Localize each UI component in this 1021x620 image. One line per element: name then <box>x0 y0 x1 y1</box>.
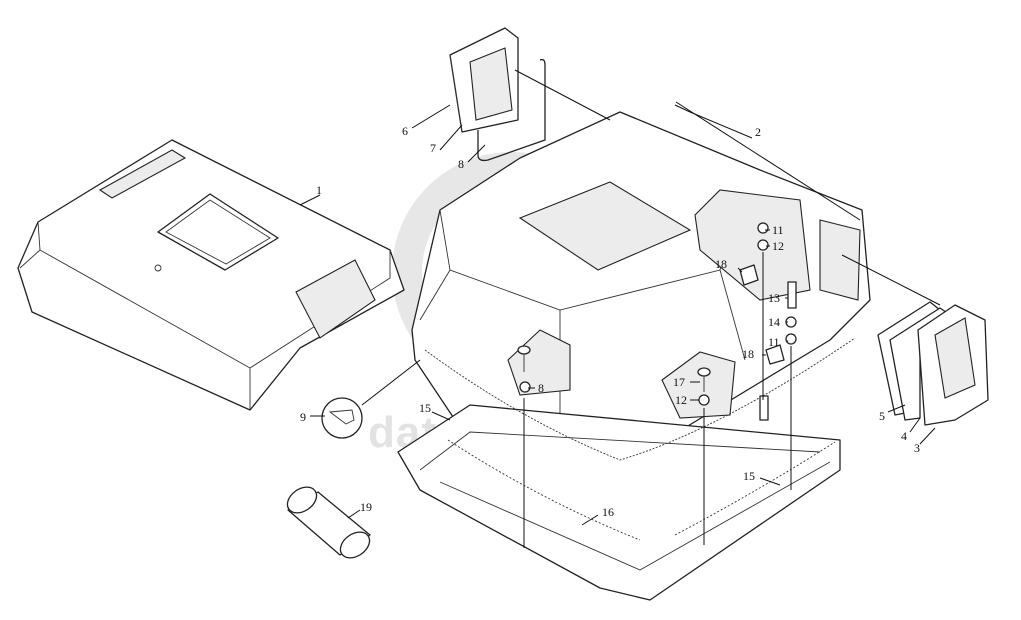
callout-12-lower: 12 <box>675 393 687 407</box>
callout-15-right: 15 <box>743 469 755 483</box>
callout-17: 17 <box>673 375 685 389</box>
rear-reflector-part <box>877 301 989 426</box>
base-tray-part <box>397 404 841 601</box>
callout-4: 4 <box>901 429 907 443</box>
callout-11-lower: 11 <box>768 335 780 349</box>
callout-labels: 1 2 3 4 5 6 7 8 8 9 11 12 11 12 13 14 15… <box>300 124 920 519</box>
leader-lines <box>299 69 941 548</box>
seal-strip-upper <box>424 337 856 461</box>
callout-3: 3 <box>914 441 920 455</box>
callout-18-lower: 18 <box>742 347 754 361</box>
handle-bar-part <box>477 58 546 162</box>
callout-2: 2 <box>755 125 761 139</box>
top-reflector-part <box>449 27 519 133</box>
lid-cover-part <box>17 139 405 411</box>
callout-13: 13 <box>768 291 780 305</box>
callout-12-upper: 12 <box>772 239 784 253</box>
top-case-body-part <box>411 111 871 456</box>
callout-9: 9 <box>300 410 306 424</box>
callout-16: 16 <box>602 505 614 519</box>
callout-8-handle: 8 <box>458 157 464 171</box>
callout-7: 7 <box>430 141 436 155</box>
seal-strip-front-shape <box>447 439 641 541</box>
callout-18-upper: 18 <box>715 257 727 271</box>
lock-key-part <box>321 397 363 439</box>
callout-6: 6 <box>402 124 408 138</box>
callout-14: 14 <box>768 315 780 329</box>
sleeve-part <box>286 486 371 559</box>
callout-8-washer: 8 <box>538 381 544 395</box>
callout-19: 19 <box>360 500 372 514</box>
callout-1: 1 <box>316 183 322 197</box>
callout-11-upper: 11 <box>772 223 784 237</box>
callout-5: 5 <box>879 409 885 423</box>
callout-15-left: 15 <box>419 401 431 415</box>
